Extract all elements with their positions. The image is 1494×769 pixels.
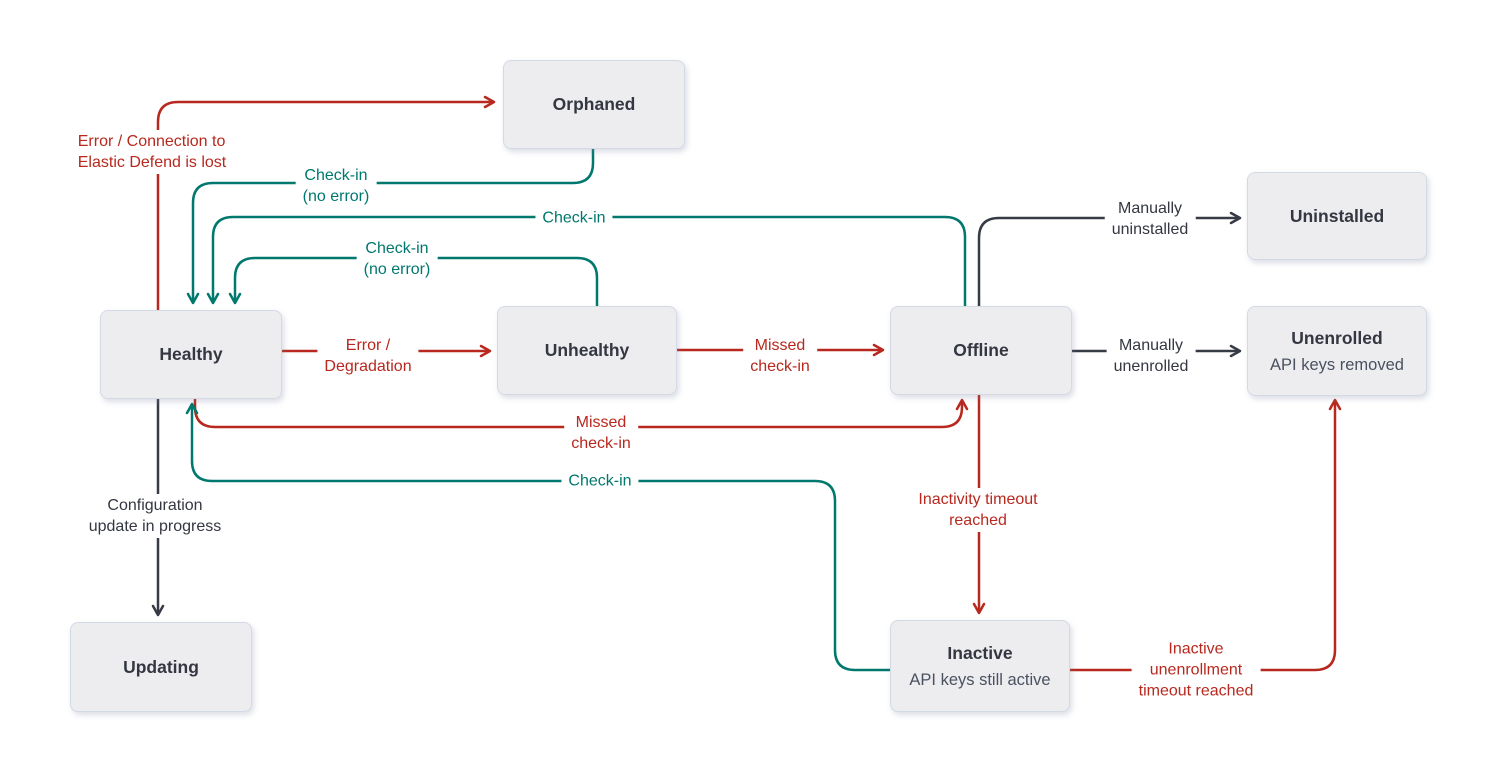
node-uninstalled-label: Uninstalled (1289, 205, 1385, 226)
edge-inactive-unenrollment (1068, 398, 1342, 672)
node-unenrolled-sublabel: API keys removed (1270, 355, 1404, 374)
node-unhealthy: Unhealthy (497, 306, 677, 395)
edge-label-inactive-unenrollment: Inactive unenrollment timeout reached (1131, 637, 1261, 703)
node-uninstalled: Uninstalled (1247, 172, 1427, 260)
edge-label-orphaned-checkin: Check-in (no error) (295, 164, 377, 208)
node-unenrolled: Unenrolled API keys removed (1247, 306, 1427, 396)
node-inactive: Inactive API keys still active (890, 620, 1070, 712)
node-updating: Updating (70, 622, 252, 712)
edge-label-error-orphaned: Error / Connection to Elastic Defend is … (70, 130, 234, 174)
node-unenrolled-label: Unenrolled (1291, 327, 1383, 348)
edge-inactive-checkin (185, 402, 890, 672)
node-inactive-sublabel: API keys still active (909, 670, 1051, 689)
edge-label-offline-checkin: Check-in (535, 206, 613, 230)
edge-label-inactivity-timeout: Inactivity timeout reached (911, 488, 1045, 532)
node-unhealthy-label: Unhealthy (544, 340, 630, 360)
node-orphaned: Orphaned (503, 60, 685, 149)
node-healthy-label: Healthy (159, 344, 223, 364)
edge-orphaned-checkin (186, 147, 595, 305)
node-orphaned-label: Orphaned (552, 94, 636, 114)
edge-label-missed-checkin-healthy: Missed check-in (564, 411, 638, 455)
edge-label-missed-checkin-unhealthy: Missed check-in (743, 334, 817, 378)
edge-label-inactive-checkin: Check-in (561, 469, 639, 493)
node-inactive-label: Inactive (947, 642, 1013, 663)
node-offline: Offline (890, 306, 1072, 395)
edge-label-manually-unenrolled: Manually unenrolled (1106, 334, 1196, 378)
edge-manually-uninstalled (977, 211, 1242, 306)
node-offline-label: Offline (953, 340, 1009, 360)
edge-label-manually-uninstalled: Manually uninstalled (1104, 197, 1196, 241)
edge-label-config-update: Configuration update in progress (81, 494, 229, 538)
node-healthy: Healthy (100, 310, 282, 399)
edge-error-orphaned (156, 95, 496, 310)
edge-label-error-degradation: Error / Degradation (317, 334, 419, 378)
node-updating-label: Updating (123, 656, 199, 677)
edge-label-unhealthy-checkin: Check-in (no error) (356, 237, 438, 281)
